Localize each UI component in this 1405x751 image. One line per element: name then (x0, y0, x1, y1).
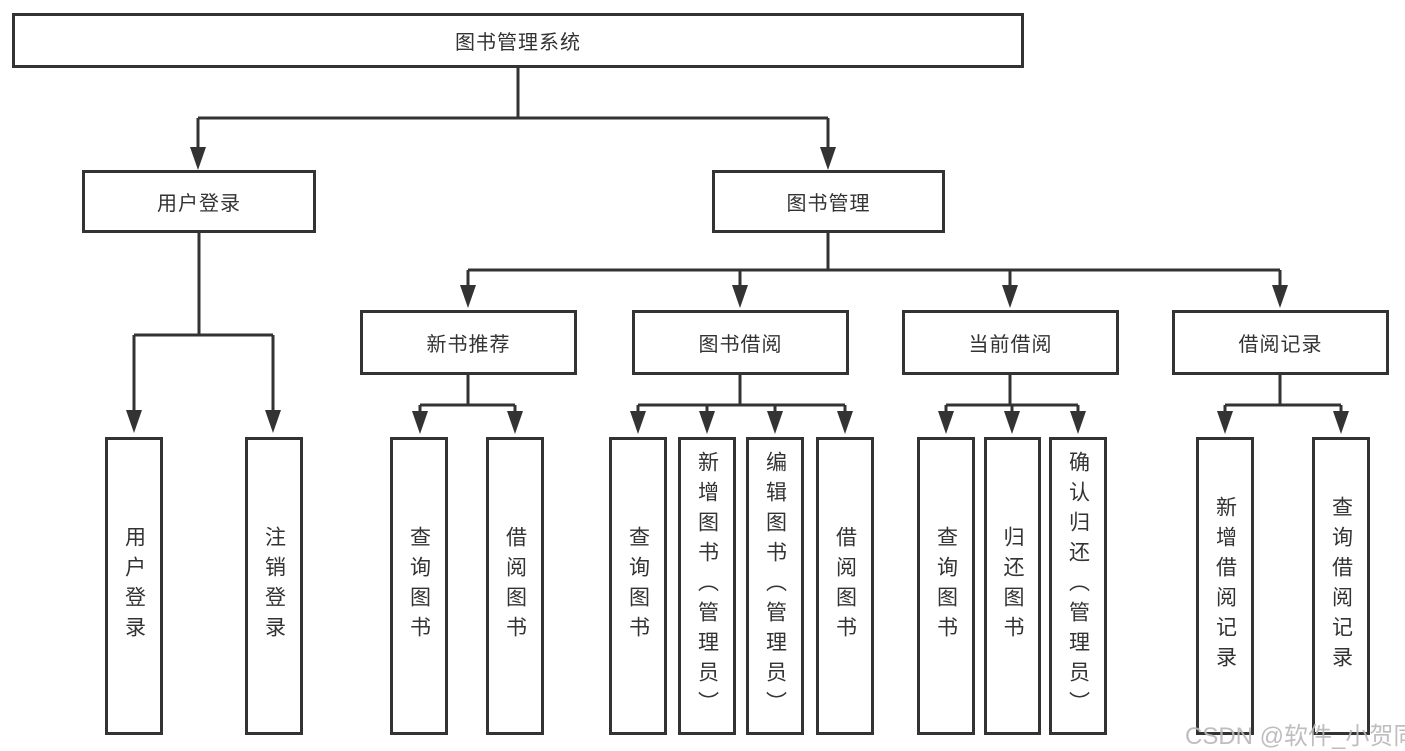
leaf-query-books-current-label: 查询图书 (934, 526, 958, 646)
leaf-edit-book-admin: 编辑图书（管理员） (746, 437, 804, 735)
node-borrowing-records-label: 借阅记录 (1238, 334, 1323, 356)
node-book-management-label: 图书管理 (786, 193, 871, 215)
leaf-add-borrow-record-label: 新增借阅记录 (1213, 496, 1237, 676)
node-current-borrowing-label: 当前借阅 (968, 334, 1053, 356)
leaf-user-login: 用户登录 (105, 437, 163, 735)
leaf-borrow-books-recommend-label: 借阅图书 (503, 526, 527, 646)
leaf-query-books-current: 查询图书 (917, 437, 975, 735)
node-new-book-recommendation: 新书推荐 (360, 310, 577, 375)
leaf-logout-label: 注销登录 (262, 526, 286, 646)
leaf-query-books-borrow: 查询图书 (609, 437, 667, 735)
node-borrowing-records: 借阅记录 (1172, 310, 1389, 375)
node-root: 图书管理系统 (12, 13, 1024, 68)
leaf-confirm-return-admin: 确认归还（管理员） (1049, 437, 1107, 735)
leaf-query-books-borrow-label: 查询图书 (626, 526, 650, 646)
leaf-add-book-admin: 新增图书（管理员） (678, 437, 736, 735)
leaf-logout: 注销登录 (245, 437, 303, 735)
leaf-query-borrow-record-label: 查询借阅记录 (1329, 496, 1353, 676)
leaf-confirm-return-admin-label: 确认归还（管理员） (1066, 451, 1090, 721)
node-user-login: 用户登录 (82, 170, 316, 233)
leaf-add-book-admin-label: 新增图书（管理员） (695, 451, 719, 721)
node-root-label: 图书管理系统 (455, 32, 581, 54)
leaf-return-books-label: 归还图书 (1001, 526, 1024, 646)
node-current-borrowing: 当前借阅 (902, 310, 1119, 375)
leaf-user-login-label: 用户登录 (122, 526, 146, 646)
leaf-borrow-books-label: 借阅图书 (833, 526, 857, 646)
leaf-borrow-books-recommend: 借阅图书 (486, 437, 544, 735)
node-book-borrowing-label: 图书借阅 (698, 334, 783, 356)
leaf-return-books: 归还图书 (984, 437, 1041, 735)
csdn-watermark: CSDN @软件_小贺同学 (1185, 723, 1405, 750)
node-user-login-label: 用户登录 (157, 193, 241, 215)
leaf-query-books-recommend: 查询图书 (390, 437, 448, 735)
node-new-book-recommendation-label: 新书推荐 (426, 334, 511, 356)
leaf-edit-book-admin-label: 编辑图书（管理员） (763, 451, 787, 721)
leaf-query-borrow-record: 查询借阅记录 (1312, 437, 1370, 735)
node-book-management: 图书管理 (712, 170, 945, 233)
leaf-query-books-recommend-label: 查询图书 (407, 526, 431, 646)
leaf-borrow-books: 借阅图书 (816, 437, 874, 735)
leaf-add-borrow-record: 新增借阅记录 (1196, 437, 1254, 735)
node-book-borrowing: 图书借阅 (632, 310, 849, 375)
